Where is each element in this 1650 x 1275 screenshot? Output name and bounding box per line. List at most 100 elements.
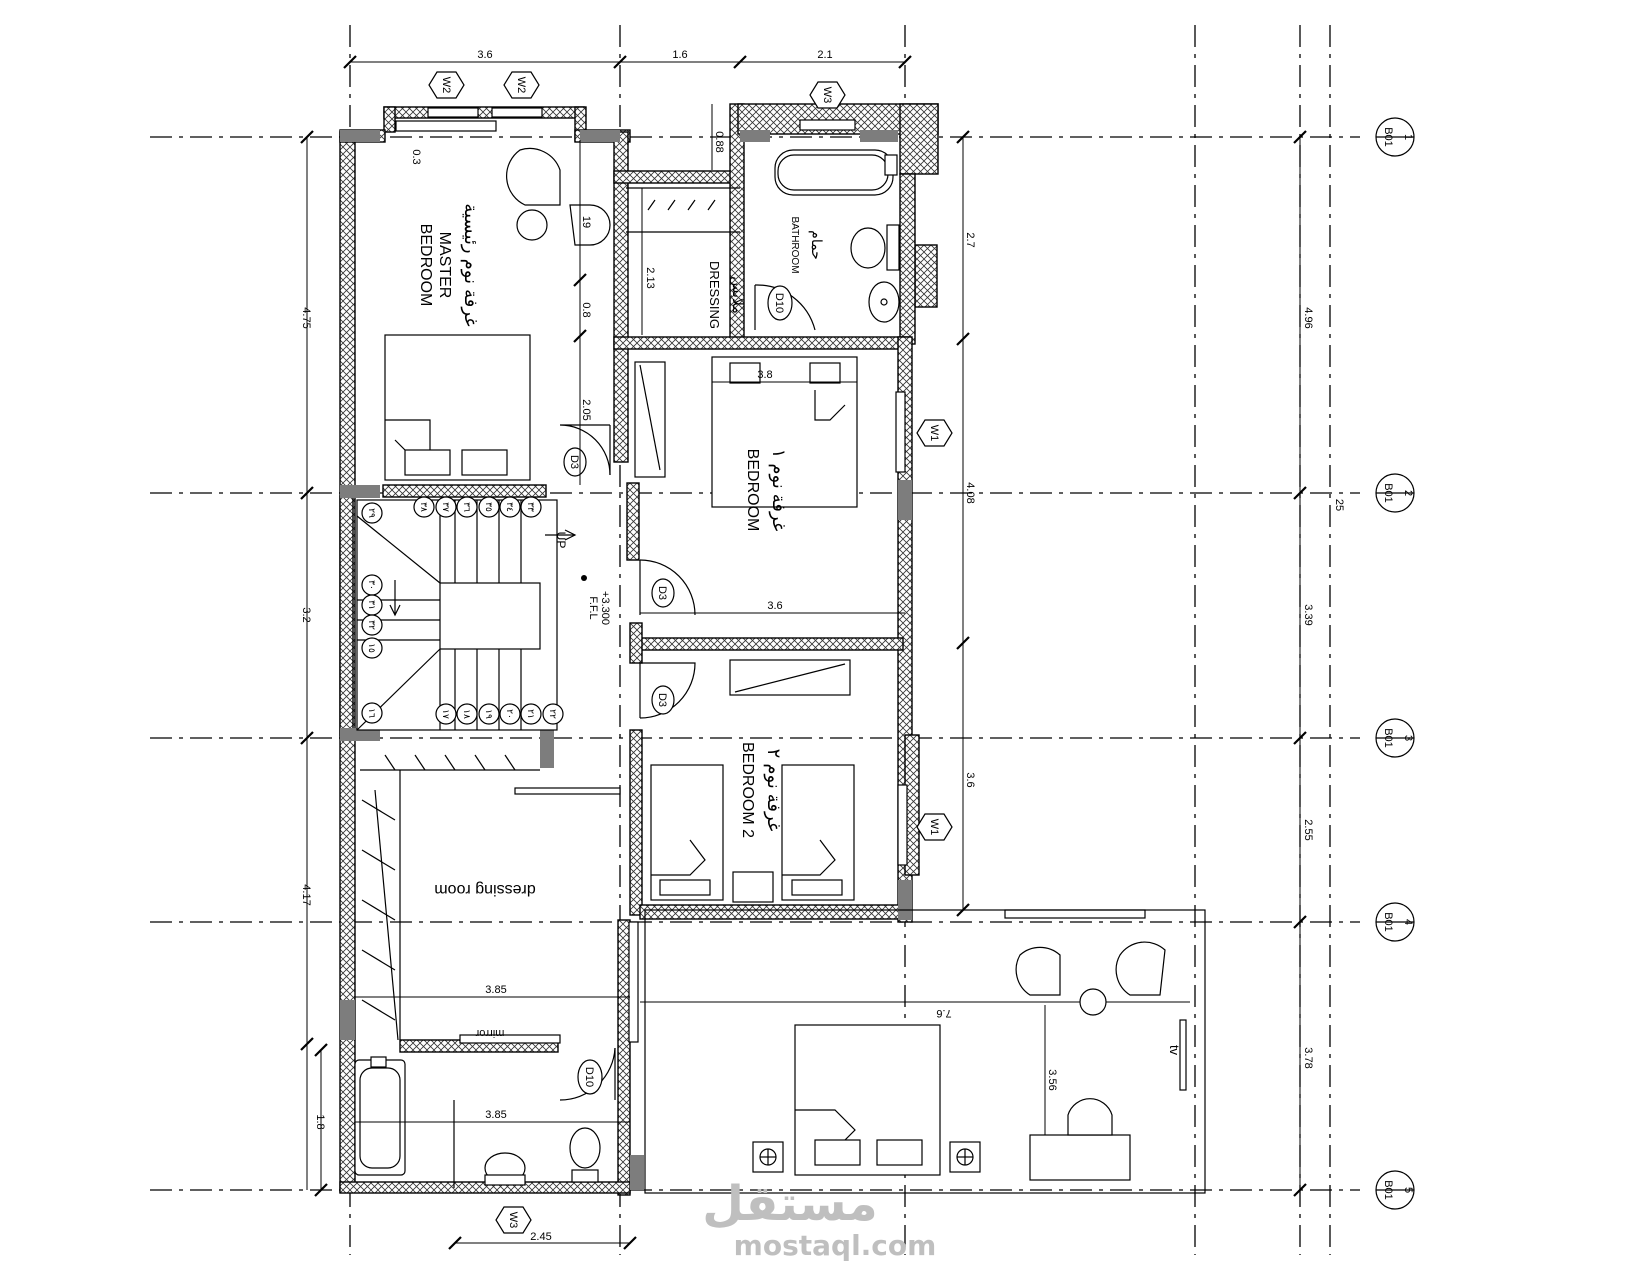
dim-right-inner-1: 2.7 (964, 232, 976, 247)
svg-text:UP: UP (554, 532, 568, 549)
svg-text:حمام: حمام (808, 230, 825, 260)
grid-bubble-num: 2 (1402, 490, 1414, 496)
right-outer-dimensions: 4.96 3.39 2.55 3.78 25 (1293, 130, 1345, 1197)
watermark-logo: مستقل (702, 1176, 878, 1232)
dim-right-outer-1: 4.96 (1302, 307, 1314, 328)
tv-label: tv (1167, 1045, 1182, 1056)
grid-bubble-num: 1 (1402, 134, 1414, 140)
svg-text:W1: W1 (928, 819, 940, 836)
svg-text:ملابس: ملابس (729, 276, 746, 314)
svg-text:W3: W3 (821, 87, 833, 104)
door-d3-bedroom1: D3 (639, 559, 696, 616)
interior-dimensions: 0.3 19 0.8 2.05 0.88 2.13 3.8 3.6 3.85 3… (355, 104, 1058, 1123)
svg-text:BEDROOM: BEDROOM (417, 224, 434, 307)
svg-text:٣٤: ٣٤ (505, 502, 515, 512)
dim-top-3: 2.1 (817, 49, 832, 61)
svg-text:W1: W1 (928, 425, 940, 442)
window-tag-w3-bottom: W3 (495, 1206, 532, 1234)
grid-bubble-ref: B01 (1382, 912, 1394, 932)
grid-bubble-ref: B01 (1382, 1180, 1394, 1200)
dim-right-outer-4: 3.78 (1302, 1047, 1314, 1068)
dim-top-1: 3.6 (477, 49, 492, 61)
bottom-dimensions: 2.45 (448, 1231, 637, 1250)
stair-labels: UP +3.300 F.F.L (554, 532, 611, 625)
svg-text:3.8: 3.8 (757, 369, 772, 381)
room-label-dressing-room: dressing room (434, 881, 535, 898)
svg-text:tv: tv (1167, 1045, 1182, 1056)
right-inner-dimensions: 2.7 4.08 3.6 (956, 130, 976, 917)
svg-text:٣٠: ٣٠ (367, 580, 377, 590)
svg-text:3.85: 3.85 (485, 984, 506, 996)
walls (339, 103, 939, 1196)
svg-text:D3: D3 (656, 586, 668, 600)
svg-text:0.8: 0.8 (580, 302, 592, 317)
door-d3-master: D3 (559, 424, 611, 477)
svg-text:٢١: ٢١ (526, 709, 536, 719)
window-tag-w1-a: W1 (916, 419, 953, 447)
svg-text:D3: D3 (568, 455, 580, 469)
grid-bubble-num: 5 (1402, 1187, 1414, 1193)
svg-text:DRESSING: DRESSING (707, 261, 722, 329)
svg-text:D10: D10 (583, 1067, 595, 1087)
room-label-bathroom: حمام BATHROOM (789, 216, 825, 273)
svg-text:BATHROOM: BATHROOM (789, 216, 800, 273)
dim-total: 25 (1333, 499, 1345, 511)
dressing-room-closet (360, 754, 621, 1041)
bathroom-fixtures (774, 149, 900, 323)
svg-text:BEDROOM 2: BEDROOM 2 (739, 742, 756, 838)
svg-text:١٦: ١٦ (367, 708, 377, 718)
svg-text:MASTER: MASTER (436, 232, 453, 299)
svg-text:١٥: ١٥ (367, 643, 377, 653)
dressing-closet (626, 187, 740, 233)
bedroom2-furniture (650, 659, 855, 903)
svg-text:W3: W3 (507, 1212, 519, 1229)
dim-left-4: 1.8 (314, 1114, 326, 1129)
dim-right-outer-2: 3.39 (1302, 604, 1314, 625)
svg-text:BEDROOM: BEDROOM (744, 449, 761, 532)
dim-right-inner-3: 3.6 (964, 772, 976, 787)
room-label-bedroom1: غرفة نوم ١ BEDROOM (744, 449, 789, 532)
svg-text:W2: W2 (515, 77, 527, 94)
svg-text:D3: D3 (656, 693, 668, 707)
svg-text:2.05: 2.05 (580, 399, 592, 420)
grid-bubble-1: 1 B01 (1375, 117, 1415, 157)
dim-left-2: 3.2 (300, 607, 312, 622)
svg-text:dressing room: dressing room (434, 881, 535, 898)
svg-text:3.56: 3.56 (1046, 1069, 1058, 1090)
door-d10-bath: D10 (754, 284, 816, 331)
svg-text:F.F.L: F.F.L (587, 596, 599, 619)
svg-text:19: 19 (580, 216, 592, 228)
room-label-dressing: ملابس DRESSING (707, 261, 746, 329)
svg-text:+3.300: +3.300 (599, 591, 611, 625)
window-tag-w3-top: W3 (809, 81, 846, 109)
door-d10-bath2: D10 (559, 1047, 616, 1101)
svg-text:٣٦: ٣٦ (462, 502, 472, 512)
grid-bubble-4: 4 B01 (1375, 902, 1415, 942)
grid-bubble-2: 2 B01 (1375, 473, 1415, 513)
grid-bubble-ref: B01 (1382, 127, 1394, 147)
svg-text:0.88: 0.88 (713, 131, 725, 152)
window-tag-w1-b: W1 (916, 813, 953, 841)
stair-step-numbers: ٢٩ ٣٠ ٣١ ٣٢ ١٥ ١٦ ٣٨ ٣٧ ٣٦ ٣٥ ٣٤ ٣٣ ١٧ ١… (361, 496, 564, 725)
svg-text:2.13: 2.13 (644, 267, 656, 288)
svg-text:١٩: ١٩ (484, 709, 494, 719)
mirror-label: mirror (475, 1027, 504, 1039)
bath2-fixtures (354, 1056, 601, 1188)
room-label-master: غرفة نوم رئيسية MASTER BEDROOM (417, 203, 481, 326)
door-d3-bedroom2: D3 (639, 662, 696, 719)
svg-text:D10: D10 (773, 293, 785, 313)
watermark: مستقل mostaql.com (702, 1176, 936, 1262)
svg-text:٢٢: ٢٢ (548, 709, 558, 719)
grid-bubble-ref: B01 (1382, 728, 1394, 748)
svg-text:غرفة نوم ١: غرفة نوم ١ (768, 449, 789, 532)
left-dimensions: 4.75 3.2 4.17 1.8 (300, 130, 328, 1197)
grid-bubble-3: 3 B01 (1375, 718, 1415, 758)
svg-text:mirror: mirror (475, 1027, 504, 1039)
grid-bubble-num: 4 (1402, 919, 1414, 925)
window-tag-w2-b: W2 (503, 71, 540, 99)
dim-right-inner-2: 4.08 (964, 482, 976, 503)
svg-text:٣٧: ٣٧ (441, 502, 451, 512)
columns (340, 130, 912, 1190)
svg-text:غرفة نوم رئيسية: غرفة نوم رئيسية (460, 203, 481, 326)
top-dimensions: 3.6 1.6 2.1 (343, 49, 912, 69)
